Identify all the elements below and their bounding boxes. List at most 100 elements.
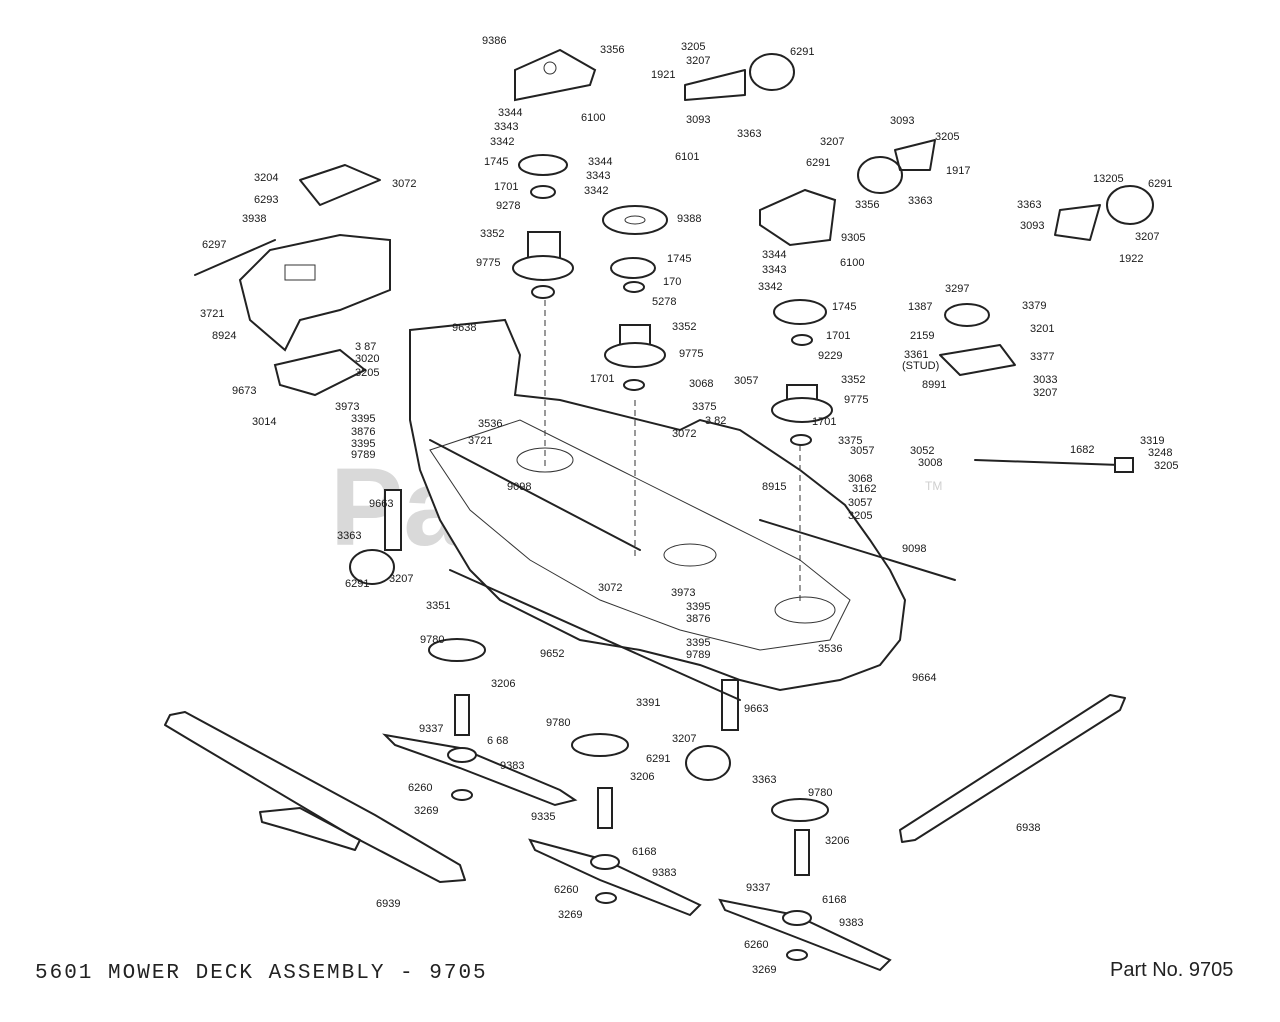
- idler-arm-mid-right: [939, 344, 1016, 376]
- part-label: 9383: [500, 760, 524, 772]
- part-label: 6 68: [487, 735, 508, 747]
- rod-top-left: [194, 239, 276, 276]
- idler-pulley-mid-right: [944, 303, 990, 327]
- part-label: 170: [663, 276, 681, 288]
- part-label: 3352: [841, 374, 865, 386]
- blade-mount-right: [771, 798, 829, 822]
- bearing-right-lower: [790, 434, 812, 446]
- part-label: (STUD): [902, 360, 939, 372]
- part-label: 3344: [588, 156, 612, 168]
- part-label: 1917: [946, 165, 970, 177]
- spindle-shaft-left: [454, 694, 470, 736]
- part-label: 3361: [904, 349, 928, 361]
- watermark-trademark: TM: [925, 479, 942, 493]
- part-label: 1745: [832, 301, 856, 313]
- part-label: 9386: [482, 35, 506, 47]
- part-label: 9305: [841, 232, 865, 244]
- part-label: 9775: [679, 348, 703, 360]
- part-label: 9780: [808, 787, 832, 799]
- lift-rod-right: [759, 519, 956, 581]
- blade-mount-center: [571, 733, 629, 757]
- part-label: 9383: [652, 867, 676, 879]
- part-label: 3068: [689, 378, 713, 390]
- anti-scalp-wheel-left: [349, 549, 395, 585]
- part-label: 3206: [491, 678, 515, 690]
- part-label: 3395: [686, 601, 710, 613]
- bearing-left: [530, 185, 556, 199]
- bracket-top-left: [299, 164, 381, 206]
- part-label: 9775: [844, 394, 868, 406]
- washer-center: [590, 854, 620, 870]
- part-label: 3938: [242, 213, 266, 225]
- part-label: 6168: [822, 894, 846, 906]
- part-label: 3201: [1030, 323, 1054, 335]
- part-label: 3342: [584, 185, 608, 197]
- part-label: 9383: [839, 917, 863, 929]
- part-label: 3052: [910, 445, 934, 457]
- idler-arm-far-right: [1054, 204, 1101, 241]
- part-label: 3363: [737, 128, 761, 140]
- idler-arm-top: [684, 69, 746, 101]
- part-label: 3072: [392, 178, 416, 190]
- part-label: 3207: [820, 136, 844, 148]
- part-label: 3 87: [355, 341, 376, 353]
- part-label: 9335: [531, 811, 555, 823]
- part-label: 3057: [848, 497, 872, 509]
- part-label: 3205: [355, 367, 379, 379]
- shield-plate: [273, 348, 367, 397]
- part-label: 6297: [202, 239, 226, 251]
- part-label: 6291: [806, 157, 830, 169]
- deck-spindle-hole-center: [663, 543, 717, 567]
- part-label: 3093: [890, 115, 914, 127]
- part-label: 9663: [369, 498, 393, 510]
- part-label: 9652: [540, 648, 564, 660]
- part-label: 3973: [671, 587, 695, 599]
- part-label: 3351: [426, 600, 450, 612]
- part-label: 3395: [351, 413, 375, 425]
- part-label: 6939: [376, 898, 400, 910]
- part-label: 3363: [337, 530, 361, 542]
- deck-spindle-hole-left: [516, 447, 574, 473]
- deck-spindle-hole-right: [774, 596, 836, 624]
- lift-post-right: [721, 679, 739, 731]
- part-label: 3020: [355, 353, 379, 365]
- part-label: 6293: [254, 194, 278, 206]
- part-label: 3363: [752, 774, 776, 786]
- part-label: 3014: [252, 416, 276, 428]
- part-label: 3205: [935, 131, 959, 143]
- part-label: 3973: [335, 401, 359, 413]
- part-label: 9780: [420, 634, 444, 646]
- lift-rod-left: [429, 439, 641, 551]
- belt-6938: [899, 694, 1126, 843]
- part-label: 3343: [494, 121, 518, 133]
- spindle-cover-right: [759, 188, 837, 247]
- part-label: 9638: [452, 322, 476, 334]
- part-label: 3395: [686, 637, 710, 649]
- part-label: 13205: [1093, 173, 1124, 185]
- part-label: 8915: [762, 481, 786, 493]
- part-label: 3395: [351, 438, 375, 450]
- washer-left: [447, 747, 477, 763]
- part-label: 9337: [419, 723, 443, 735]
- bearing-left-lower: [531, 285, 555, 299]
- pulley-right: [773, 299, 827, 325]
- bearing-center: [623, 281, 645, 293]
- spindle-flange-left: [512, 255, 574, 281]
- part-label: 3379: [1022, 300, 1046, 312]
- belt-6939-inner: [259, 807, 361, 851]
- part-label: 3356: [855, 199, 879, 211]
- part-label: 6260: [408, 782, 432, 794]
- part-label: 1701: [826, 330, 850, 342]
- part-label: 1701: [590, 373, 614, 385]
- part-label: 1701: [494, 181, 518, 193]
- tension-rod: [974, 459, 1121, 466]
- belt-guard: [238, 233, 391, 352]
- part-label: 9663: [744, 703, 768, 715]
- part-label: 9780: [546, 717, 570, 729]
- part-label: 3342: [490, 136, 514, 148]
- part-label: 3363: [1017, 199, 1041, 211]
- part-label: 3207: [1033, 387, 1057, 399]
- part-label: 3205: [848, 510, 872, 522]
- part-label: 3342: [758, 281, 782, 293]
- part-label: 9673: [232, 385, 256, 397]
